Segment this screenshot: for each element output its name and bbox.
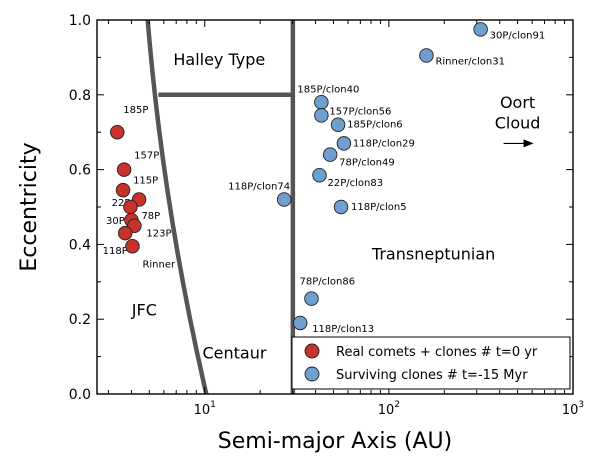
y-tick-label: 0.4 — [69, 237, 91, 253]
data-point — [304, 291, 319, 306]
point-label: 78P/clon49 — [339, 158, 395, 169]
jfc-boundary-curve — [145, 19, 209, 395]
x-tick-label: 102 — [378, 400, 400, 418]
point-label: 22P/clon83 — [327, 178, 383, 189]
point-label: 115P — [133, 176, 158, 187]
legend-box — [291, 336, 571, 390]
data-point — [312, 167, 327, 183]
x-tick-exponent: 1 — [210, 400, 216, 410]
legend-label: Real comets + clones # t=0 yr — [336, 345, 538, 360]
data-point — [473, 22, 488, 37]
data-point — [330, 117, 346, 132]
y-tick-label: 0.0 — [69, 387, 91, 403]
region-label: Oort — [500, 93, 535, 112]
point-label: 185P/clon6 — [347, 120, 403, 131]
point-label: 118P/clon13 — [312, 324, 374, 335]
point-label: Rinner/clon31 — [435, 57, 505, 68]
x-tick-base: 10 — [562, 403, 579, 418]
legend-marker — [304, 343, 320, 359]
data-point — [419, 48, 434, 63]
data-point — [314, 108, 329, 123]
point-label: 30P/clon91 — [490, 30, 546, 41]
point-label: 78P/clon86 — [299, 277, 355, 288]
y-axis-title: Eccentricity — [17, 142, 42, 271]
point-label: Rinner — [142, 259, 176, 270]
x-axis-title: Semi-major Axis (AU) — [218, 429, 452, 454]
x-tick-base: 10 — [378, 403, 395, 418]
point-label: 157P/clon56 — [329, 106, 391, 117]
data-point — [322, 147, 338, 162]
data-point — [110, 124, 125, 140]
y-tick-label: 0.2 — [69, 312, 91, 328]
point-label: 22P — [112, 198, 131, 209]
region-label: Halley Type — [173, 50, 265, 69]
point-label: 118P — [103, 246, 128, 257]
data-point — [276, 192, 292, 207]
region-label: Centaur — [202, 343, 266, 362]
data-point — [333, 199, 349, 215]
region-label: Cloud — [495, 113, 541, 132]
point-label: 157P — [134, 151, 159, 162]
point-label: 118P/clon29 — [353, 138, 415, 149]
region-label: JFC — [131, 300, 157, 319]
oort-arrow-head — [523, 139, 534, 148]
data-point — [115, 182, 131, 198]
data-point — [123, 199, 138, 215]
data-point — [292, 315, 308, 331]
point-label: 123P — [146, 229, 171, 240]
legend-marker — [304, 366, 320, 382]
y-tick-label: 1.0 — [69, 13, 91, 29]
x-tick-base: 10 — [194, 403, 211, 418]
point-label: 30P — [106, 216, 125, 227]
data-point — [125, 239, 140, 254]
region-label: Transneptunian — [371, 244, 495, 263]
legend-label: Surviving clones # t=-15 Myr — [336, 368, 528, 383]
x-tick-label: 103 — [562, 400, 584, 418]
x-tick-exponent: 3 — [578, 400, 584, 410]
legend: Real comets + clones # t=0 yr Surviving c… — [291, 336, 571, 390]
point-label: 78P — [141, 211, 160, 222]
data-point — [314, 95, 329, 110]
point-label: 118P/clon74 — [228, 182, 290, 193]
point-label: 118P/clon5 — [351, 202, 407, 213]
data-point — [336, 136, 352, 151]
x-tick-exponent: 2 — [394, 400, 400, 410]
data-point — [116, 162, 132, 177]
point-label: 185P — [123, 105, 148, 116]
x-tick-label: 101 — [194, 400, 216, 418]
data-point — [117, 225, 133, 241]
y-tick-label: 0.8 — [69, 88, 91, 104]
point-label: 185P/clon40 — [297, 84, 359, 95]
y-tick-label: 0.6 — [69, 163, 91, 179]
